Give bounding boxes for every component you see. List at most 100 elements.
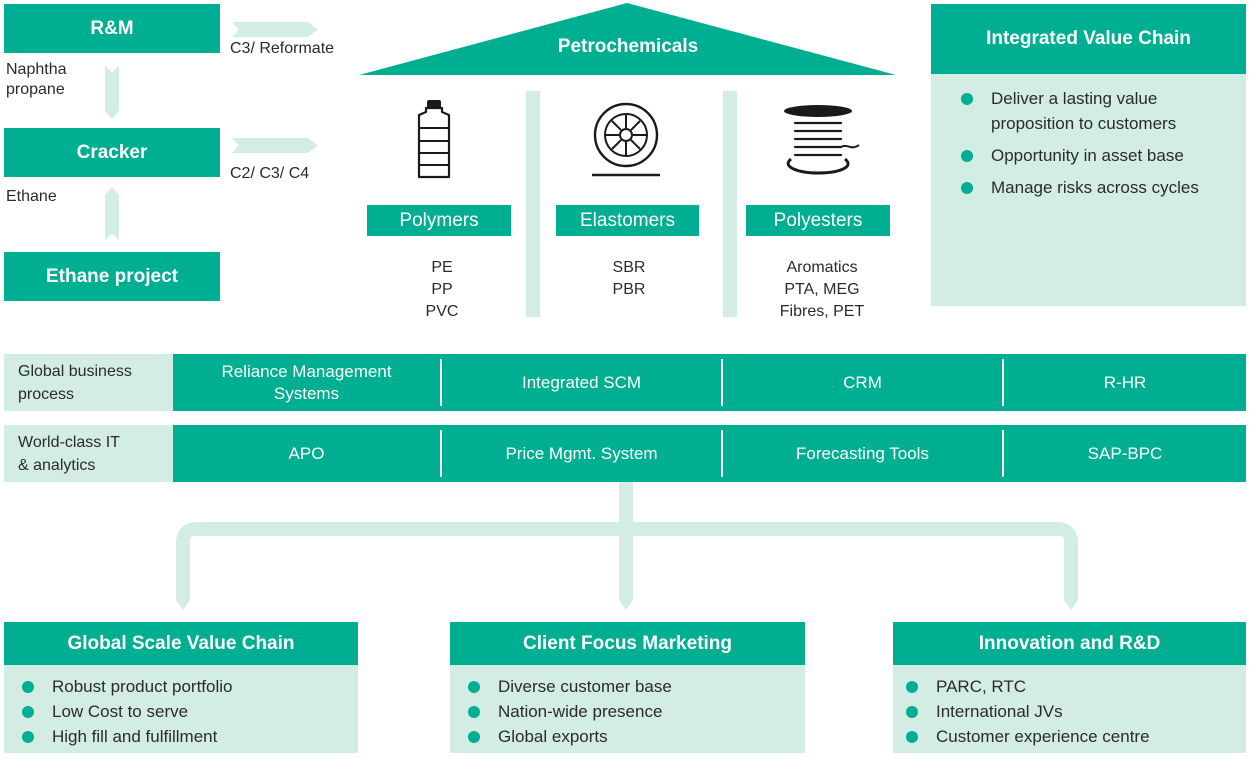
row-cell: Price Mgmt. System [442,425,721,482]
bullet-item: PARC, RTC [896,674,1246,699]
cell-text: APO [288,443,325,463]
bullet-dot-icon [961,93,973,105]
connector-bracket [176,482,1078,610]
cell-divider [721,359,723,406]
cracker-title: Cracker [76,141,148,163]
pillar-client-focus-body: Diverse customer base Nation-wide presen… [450,665,805,753]
pillar-innovation-header: Innovation and R&D [893,622,1246,665]
row-cell: R-HR [1004,354,1246,411]
bullet-text: High fill and fulfillment [52,727,218,746]
row-cell: Forecasting Tools [723,425,1002,482]
bullet-item: Low Cost to serve [12,699,358,724]
bullet-dot-icon [906,681,918,693]
bullet-dot-icon [906,731,918,743]
bullet-text: Diverse customer base [498,677,672,696]
row-label-line: process [18,385,75,403]
cell-divider [721,430,723,477]
right-arrow-icon [232,138,318,153]
bullet-item: Deliver a lasting value proposition to c… [951,86,1231,136]
column-divider [526,91,540,317]
integrated-value-chain-list: Deliver a lasting value proposition to c… [951,86,1231,200]
connector-branch [176,522,1078,600]
down-arrow-icon [105,66,119,119]
right-arrow-icon [232,22,318,37]
bullet-item: Robust product portfolio [12,674,358,699]
row-cell: SAP-BPC [1004,425,1246,482]
bottle-icon [417,100,451,179]
product-item: Aromatics [786,259,858,276]
bullet-dot-icon [961,150,973,162]
cell-text: Integrated SCM [521,372,642,392]
down-arrow-icon [619,600,633,610]
column-divider [723,91,737,317]
integrated-value-chain-body: Deliver a lasting value proposition to c… [931,74,1246,306]
roof-shape [359,3,896,75]
bullet-dot-icon [468,731,480,743]
bullet-item: Opportunity in asset base [951,143,1231,168]
cracker-box: Cracker [4,128,220,177]
bullet-item: Diverse customer base [458,674,805,699]
row-label-global-business-process: Global business process [4,354,187,411]
pillar-list: PARC, RTC International JVs Customer exp… [896,674,1246,749]
product-item: PVC [425,303,459,320]
pillar-list: Robust product portfolio Low Cost to ser… [12,674,358,749]
row-cell: APO [173,425,440,482]
ethane-project-title: Ethane project [46,265,178,287]
row-label-world-class-it: World-class IT & analytics [4,425,187,482]
integrated-value-chain-header: Integrated Value Chain [931,4,1246,74]
petrochemicals-roof [359,3,896,75]
bullet-dot-icon [468,706,480,718]
bullet-dot-icon [906,706,918,718]
pillar-list: Diverse customer base Nation-wide presen… [458,674,805,749]
bullet-dot-icon [22,706,34,718]
bullet-dot-icon [22,681,34,693]
down-arrow-icon [176,600,190,610]
bullet-text: Manage risks across cycles [991,178,1199,197]
product-item: PBR [612,281,646,298]
bullet-text: PARC, RTC [936,677,1027,696]
down-arrow-icon [1064,600,1078,610]
row-label-line: & analytics [18,456,96,474]
bullet-item: High fill and fulfillment [12,724,358,749]
product-item: SBR [612,259,646,276]
pillar-client-focus-header: Client Focus Marketing [450,622,805,665]
spool-icon [784,105,860,175]
row-cell: CRM [723,354,1002,411]
category-title: Elastomers [579,209,676,231]
connector-stem [619,482,633,600]
cell-text: CRM [843,372,882,392]
product-item: PE [431,259,453,276]
product-item: Fibres, PET [779,303,865,320]
integrated-value-chain-title: Integrated Value Chain [986,28,1191,49]
category-polyesters: Polyesters [746,205,890,236]
bullet-item: Manage risks across cycles [951,175,1231,200]
bullet-item: International JVs [896,699,1246,724]
pillar-global-scale-header: Global Scale Value Chain [4,622,358,665]
rm-output-label: C3/ Reformate [230,40,335,57]
bullet-text: Deliver a lasting value proposition to c… [991,89,1177,133]
row-label-line: World-class IT [18,433,120,451]
cell-text: Forecasting Tools [796,443,929,463]
product-item: PTA, MEG [784,281,860,298]
cell-text: SAP-BPC [1087,443,1163,463]
cell-text: Price Mgmt. System [505,443,658,463]
cell-divider [1002,359,1004,406]
polymers-products: PE PP PVC [367,257,517,323]
polyesters-products: Aromatics PTA, MEG Fibres, PET [747,257,897,323]
row-label-line: Global business [18,362,132,380]
naphtha-propane-label: Naphtha propane [6,60,67,100]
petrochemicals-title: Petrochemicals [557,36,699,57]
ethane-project-box: Ethane project [4,252,220,301]
bullet-text: International JVs [936,702,1063,721]
cell-divider [1002,430,1004,477]
bullet-dot-icon [22,731,34,743]
propane-label: propane [6,81,65,98]
bullet-text: Customer experience centre [936,727,1150,746]
bullet-item: Global exports [458,724,805,749]
bullet-item: Customer experience centre [896,724,1246,749]
category-title: Polymers [399,209,479,231]
category-polymers: Polymers [367,205,511,236]
bullet-text: Opportunity in asset base [991,146,1184,165]
cracker-output-label: C2/ C3/ C4 [230,165,310,182]
category-elastomers: Elastomers [556,205,699,236]
